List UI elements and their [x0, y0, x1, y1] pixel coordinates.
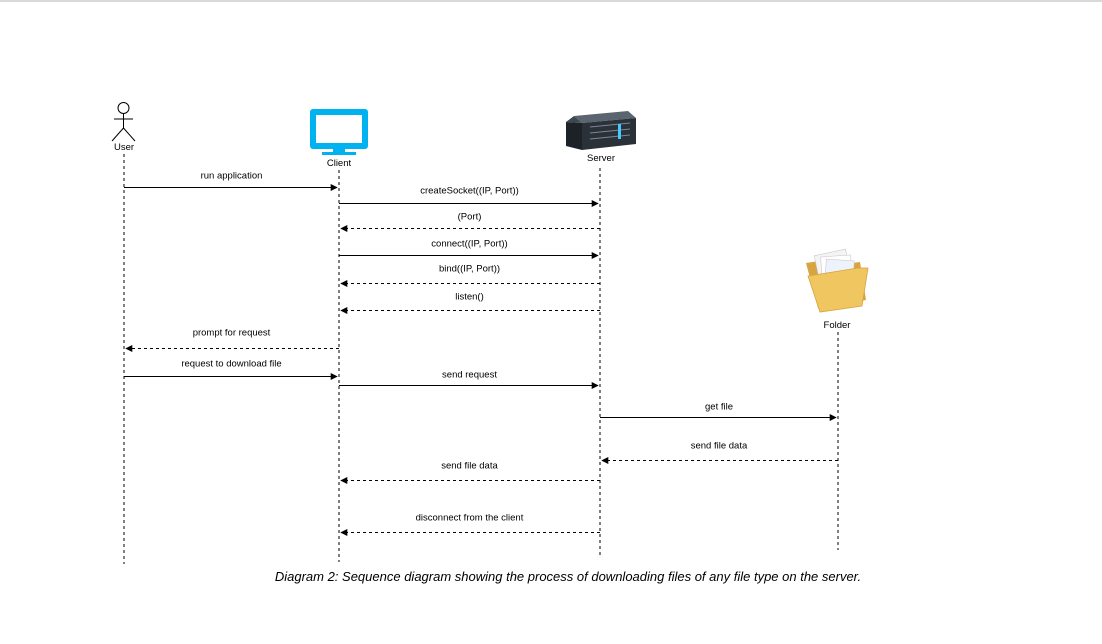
- message-label: request to download file: [181, 359, 281, 370]
- message-label: listen(): [455, 292, 484, 303]
- caption-text: Diagram 2: Sequence diagram showing the …: [274, 569, 862, 584]
- message-label: (Port): [458, 212, 482, 223]
- message-label: bind((IP, Port)): [439, 264, 500, 275]
- folder-label: Folder: [824, 320, 851, 331]
- sequence-diagram: User Client Server Folder run applicatio…: [111, 102, 869, 564]
- server-label: Server: [587, 153, 615, 164]
- client-label: Client: [327, 158, 352, 169]
- message-label: prompt for request: [193, 328, 271, 339]
- server-icon: [566, 111, 636, 150]
- message-label: disconnect from the client: [416, 513, 524, 524]
- top-border: [0, 0, 1102, 2]
- message-label: send file data: [691, 441, 748, 452]
- message-label: send request: [442, 370, 497, 381]
- message-label: run application: [201, 171, 263, 182]
- message-label: get file: [705, 402, 733, 413]
- messages-group: run application createSocket((IP, Port)) (…: [124, 171, 838, 536]
- folder-icon: [806, 248, 869, 313]
- message-label: send file data: [441, 461, 498, 472]
- user-actor-icon: [111, 102, 136, 142]
- message-label: connect((IP, Port)): [431, 239, 507, 250]
- monitor-icon: [310, 109, 368, 155]
- user-label: User: [114, 142, 134, 153]
- caption: Diagram 2: Sequence diagram showing the …: [0, 568, 1102, 586]
- message-label: createSocket((IP, Port)): [420, 186, 519, 197]
